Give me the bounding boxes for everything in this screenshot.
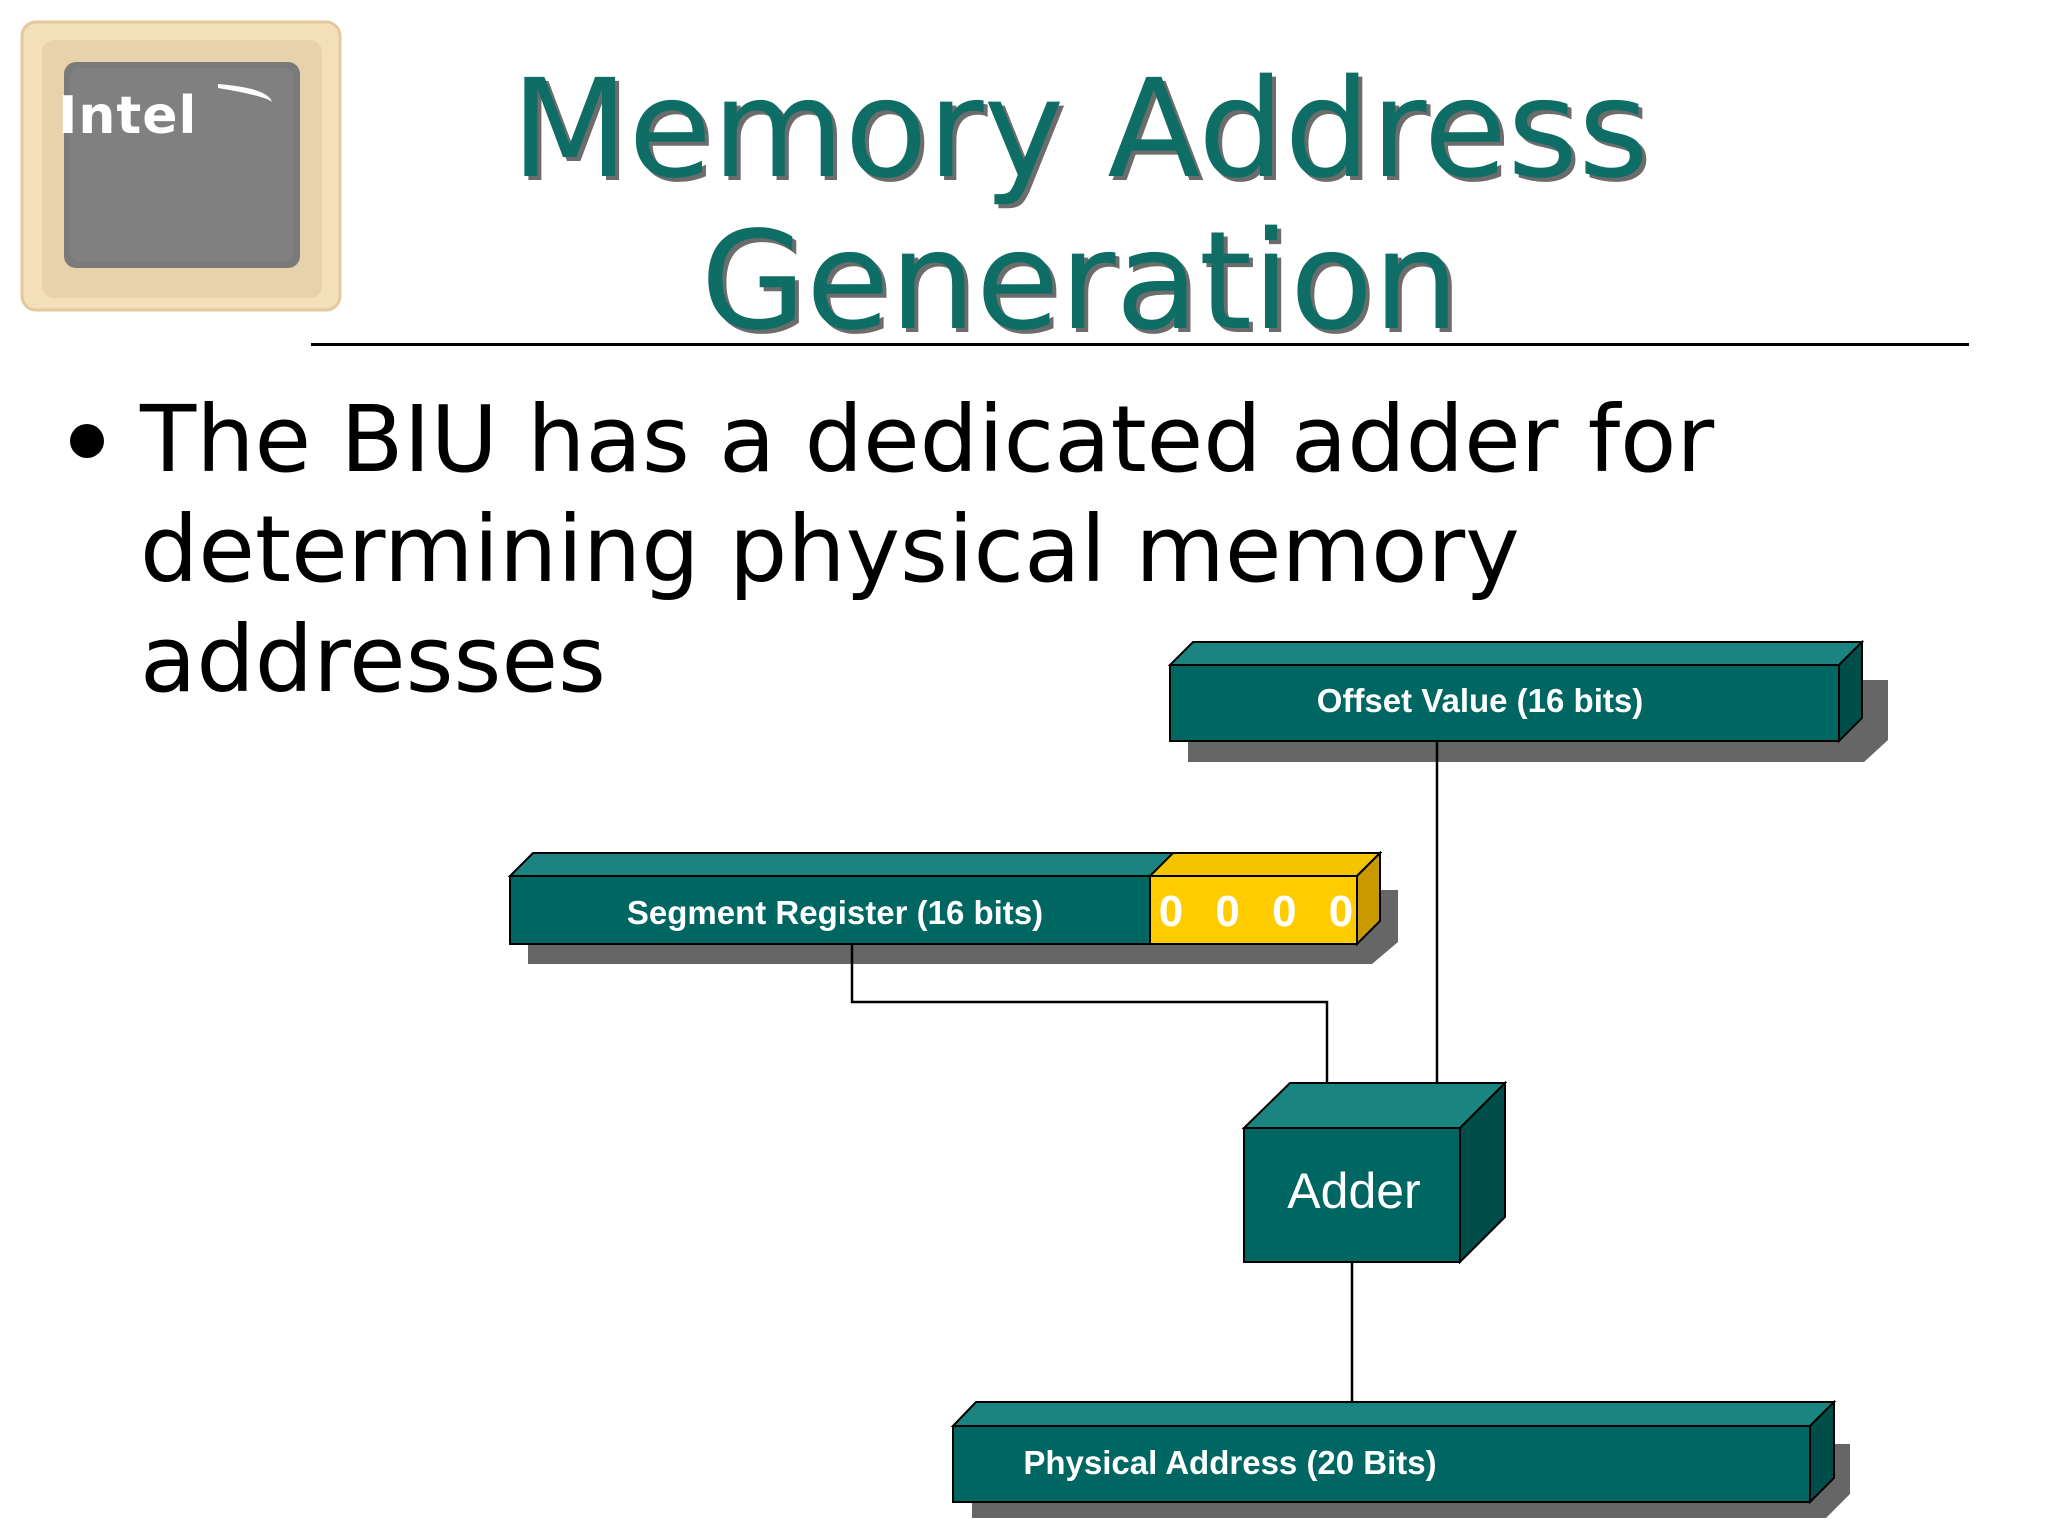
logo-label: Intel xyxy=(58,86,198,146)
adder-label: Adder xyxy=(1287,1163,1420,1219)
page-title-line-2: Generation xyxy=(700,203,1460,361)
zero-pad-box: 0 0 0 0 xyxy=(1147,850,1383,947)
monitor-logo-icon xyxy=(20,20,342,312)
offset-value-box: Offset Value (16 bits) xyxy=(1167,639,1888,762)
adder-box: Adder xyxy=(1241,1080,1508,1265)
segment-register-box: Segment Register (16 bits) 0 0 0 0 xyxy=(507,850,1398,964)
zero-pad-label: 0 0 0 0 xyxy=(1159,887,1364,936)
physical-address-box: Physical Address (20 Bits) xyxy=(950,1399,1850,1518)
offset-value-label: Offset Value (16 bits) xyxy=(1317,682,1643,719)
segment-to-adder-connector xyxy=(850,944,1334,1121)
title-divider xyxy=(311,343,1969,346)
bullet-text: The BIU has a dedicated adder for determ… xyxy=(140,386,1715,713)
physical-address-label: Physical Address (20 Bits) xyxy=(1023,1444,1436,1481)
bullet-icon xyxy=(70,424,104,458)
page-title-line-1: Memory Address xyxy=(511,51,1649,209)
segment-register-label: Segment Register (16 bits) xyxy=(627,894,1043,931)
